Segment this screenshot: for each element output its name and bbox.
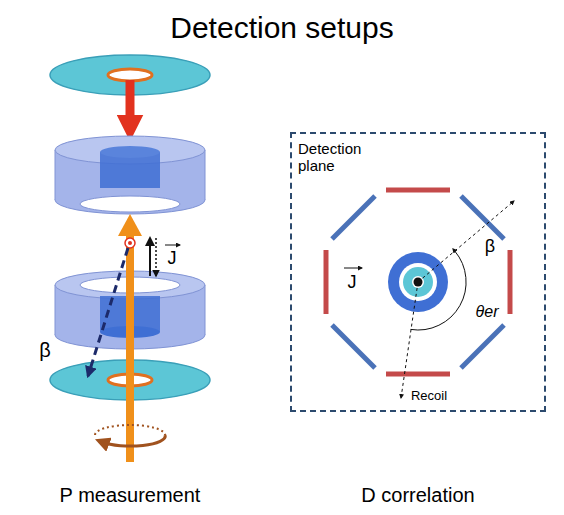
- spin-label: J: [168, 248, 177, 269]
- beta-track: [88, 248, 128, 376]
- angle-label: θer: [476, 303, 499, 321]
- panel-caption: P measurement: [60, 484, 201, 507]
- polarization-axis: [118, 214, 142, 236]
- detector-octagon: [386, 372, 450, 377]
- recoil-label: Recoil: [411, 389, 447, 404]
- title: Detection setups: [170, 11, 393, 46]
- region-label: Detection plane: [298, 140, 370, 175]
- upper-electrode: [205, 150, 206, 200]
- rotation-arrow: [95, 425, 165, 435]
- upper-electrode: [100, 146, 160, 158]
- rotation-arrow: [95, 425, 165, 446]
- upper-electrode: [55, 150, 56, 200]
- detection-plane-frame: Detection plane: [290, 132, 546, 412]
- spin-arrow: [165, 245, 180, 246]
- top-detector-disk: [108, 69, 152, 81]
- upper-electrode: [80, 196, 180, 212]
- rotation-arrow: [102, 435, 165, 446]
- beta-label: β: [39, 339, 51, 362]
- beta-track: [88, 248, 128, 376]
- spin-label: J: [348, 272, 357, 293]
- panel-caption: D correlation: [361, 484, 474, 507]
- detector-octagon: [508, 250, 513, 314]
- spin-arrow: [344, 268, 362, 269]
- lower-electrode: [205, 285, 206, 335]
- detector-octagon: [386, 188, 450, 193]
- upper-electrode: [55, 136, 205, 214]
- detector-octagon: [461, 196, 504, 239]
- detector-octagon: [461, 325, 504, 368]
- beam-arrow: [130, 80, 131, 128]
- spin-arrow: [150, 238, 180, 276]
- lower-electrode: [55, 285, 56, 335]
- emission-arrows: [418, 201, 514, 282]
- emission-arrows: [411, 251, 467, 330]
- detector-octagon: [332, 196, 375, 239]
- emission-arrows: [401, 282, 418, 398]
- polarization-axis: [128, 241, 132, 245]
- detector-octagon: [324, 250, 329, 314]
- spin-arrow: [155, 238, 157, 276]
- spin-arrow: [149, 238, 151, 276]
- emission-arrows: [401, 201, 514, 398]
- polarization-axis: [125, 238, 135, 248]
- beam-arrow: [126, 80, 135, 128]
- polarization-axis: [126, 232, 134, 462]
- beta-label: β: [485, 236, 495, 257]
- detector-octagon: [332, 325, 375, 368]
- spin-arrow: [344, 268, 362, 269]
